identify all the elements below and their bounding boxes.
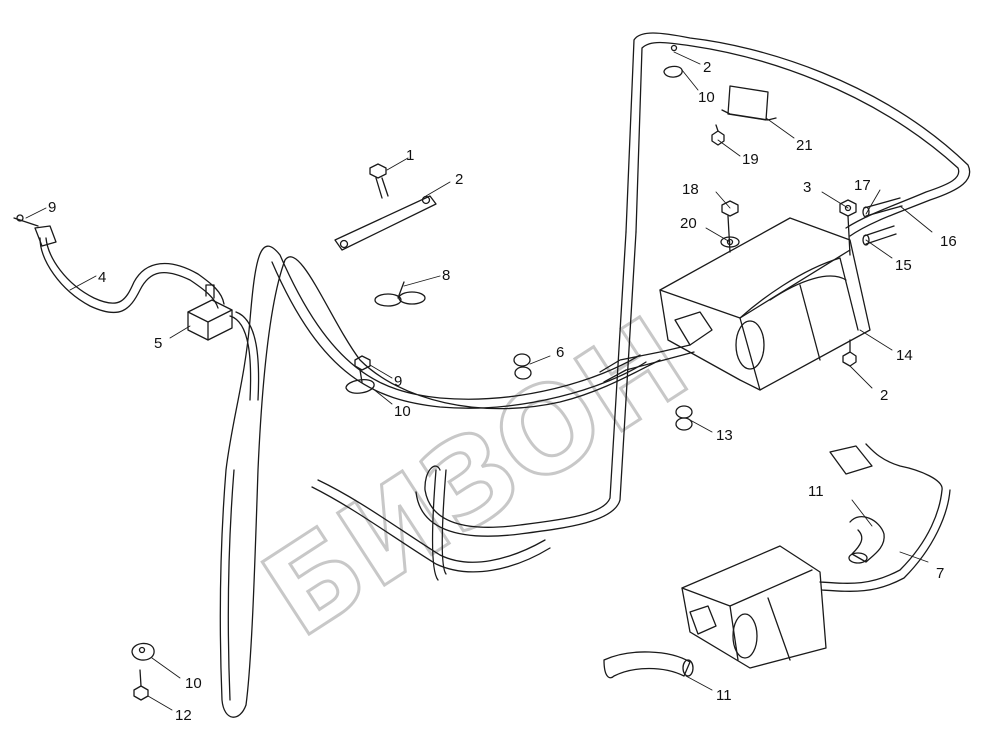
clamp-block-5 <box>187 284 260 401</box>
watermark: БИЗОН <box>239 289 713 665</box>
tubes-15-16-17 <box>862 197 903 246</box>
callout-3: 3 <box>803 179 811 196</box>
callout-21: 21 <box>796 137 813 154</box>
callout-20: 20 <box>680 215 697 232</box>
clip-10-bolt-12 <box>131 642 155 701</box>
hose-4 <box>13 214 225 314</box>
callout-4: 4 <box>98 269 106 286</box>
callout-10-bottom: 10 <box>185 675 202 692</box>
callout-13: 13 <box>716 427 733 444</box>
callout-8: 8 <box>442 267 450 284</box>
callout-11-lower: 11 <box>716 687 732 704</box>
callout-2-top: 2 <box>703 59 711 76</box>
fitting-9-left <box>34 225 57 247</box>
callout-2-heater: 2 <box>880 387 888 404</box>
callout-14: 14 <box>896 347 913 364</box>
clip-8 <box>374 281 426 307</box>
callout-2-strap: 2 <box>455 171 463 188</box>
callout-10-mid: 10 <box>394 403 411 420</box>
callout-18: 18 <box>682 181 699 198</box>
heater-unit-14 <box>599 217 871 391</box>
heater-14-fasteners <box>720 199 857 367</box>
hose-11-upper <box>848 516 885 564</box>
bolt-clip-9-10-mid <box>345 355 375 394</box>
callout-7: 7 <box>936 565 944 582</box>
heater-unit-lower <box>681 443 951 669</box>
rings-13 <box>675 405 693 431</box>
rings-6 <box>513 353 532 380</box>
callout-17: 17 <box>854 177 871 194</box>
main-hose-loop <box>219 32 971 718</box>
callout-labels: 1 2 2 2 3 4 5 6 7 8 9 9 10 10 10 11 11 1… <box>48 59 957 724</box>
callout-9-left: 9 <box>48 199 56 216</box>
callout-19: 19 <box>742 151 759 168</box>
strap-2-with-bolt-1 <box>334 163 437 251</box>
callout-15: 15 <box>895 257 912 274</box>
callout-11-upper: 11 <box>808 483 824 500</box>
callout-10-top: 10 <box>698 89 715 106</box>
heater-14-fitting <box>674 311 713 346</box>
callout-9-mid: 9 <box>394 373 402 390</box>
callout-5: 5 <box>154 335 162 352</box>
hose-11-lower <box>603 651 694 679</box>
leader-lines <box>25 51 933 711</box>
callout-1: 1 <box>406 147 414 164</box>
callout-12: 12 <box>175 707 192 724</box>
watermark-text: БИЗОН <box>240 291 711 664</box>
callout-6: 6 <box>556 344 564 361</box>
callout-16: 16 <box>940 233 957 250</box>
